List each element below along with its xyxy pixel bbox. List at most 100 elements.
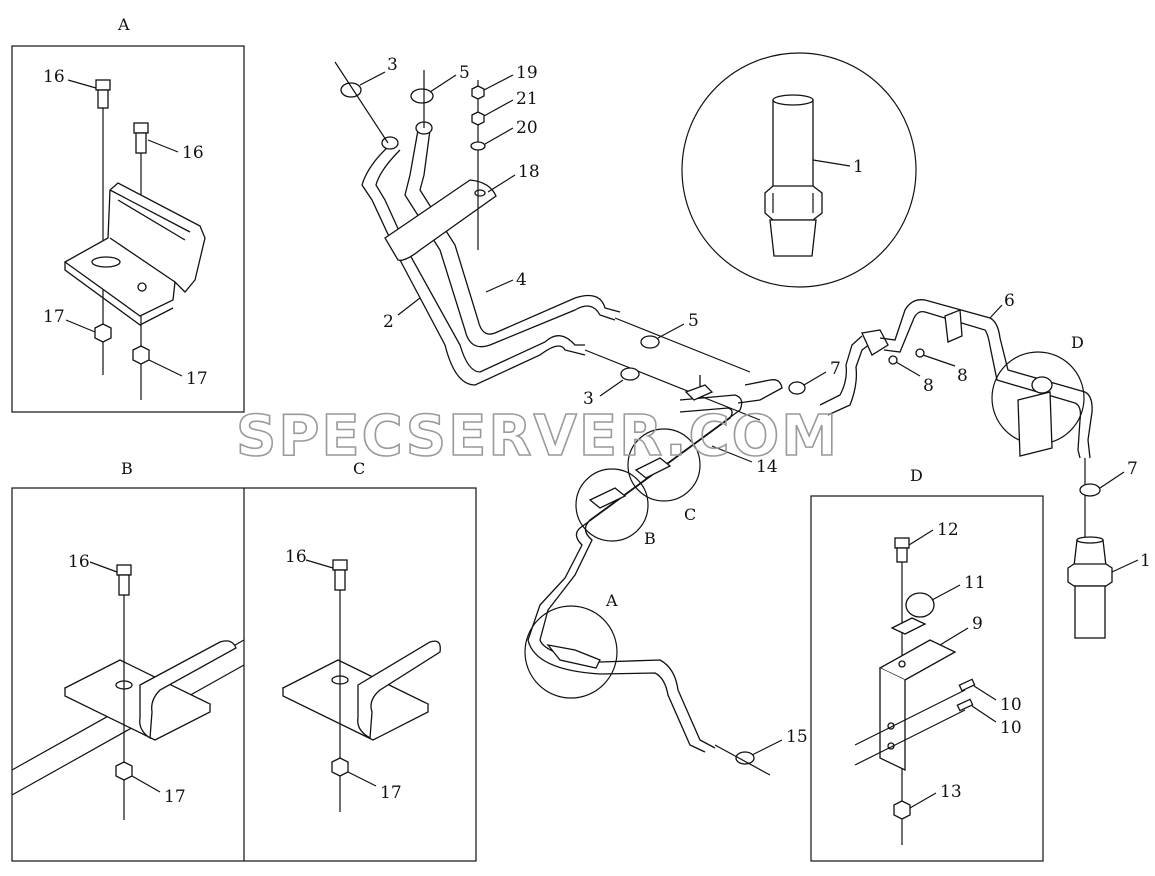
- leader-line: [147, 139, 179, 153]
- hose-clamp: [788, 381, 806, 395]
- leader-line: [939, 627, 969, 646]
- detail-box-b-title: B: [121, 459, 133, 478]
- part-label: 7: [1127, 459, 1138, 479]
- pipe-clip: [890, 592, 935, 635]
- connector: [861, 329, 889, 356]
- axis-line: [614, 317, 751, 373]
- leader-line: [397, 297, 421, 316]
- part-label: 4: [516, 270, 527, 290]
- clamp-bracket: [546, 644, 601, 669]
- leader-line: [131, 775, 161, 793]
- detail-box-bc: B C 16 17: [11, 459, 477, 862]
- bolt: [95, 79, 111, 109]
- leader-line: [305, 559, 334, 569]
- washer: [470, 141, 486, 151]
- nut: [331, 757, 349, 777]
- bracket: [63, 182, 206, 326]
- part-label: 17: [164, 787, 186, 807]
- hose-segment: [819, 335, 863, 406]
- detail-box-d: D 12 11 9 10 10 13: [810, 466, 1044, 862]
- part-label: 15: [786, 727, 808, 747]
- part-label: 13: [940, 782, 962, 802]
- callout-label-a: A: [605, 591, 618, 610]
- bolt-shank: [334, 569, 346, 591]
- bolt: [894, 537, 910, 549]
- part-label: 21: [516, 89, 538, 109]
- part-label: 17: [43, 307, 65, 327]
- part-label: 17: [186, 369, 208, 389]
- part-label: 16: [43, 67, 65, 87]
- part-label: 9: [972, 614, 983, 634]
- hose-14: [527, 407, 733, 753]
- leader-line: [895, 361, 921, 377]
- detail-box-a: A 16 16 17 17: [11, 15, 245, 413]
- part-label: 19: [516, 63, 538, 83]
- leader-line: [908, 529, 934, 546]
- detail-box-d-title: D: [910, 466, 923, 485]
- hose-clamp: [410, 88, 434, 104]
- bolt-shank: [118, 574, 130, 596]
- part-label: 20: [516, 118, 538, 138]
- screw: [956, 698, 974, 712]
- leader-line: [751, 739, 783, 756]
- detail-circle: [681, 52, 917, 288]
- leader-line: [1099, 471, 1125, 489]
- fitting-detail-circle: 1: [681, 52, 917, 288]
- hose-fitting: [764, 94, 823, 257]
- leader-line: [148, 359, 183, 377]
- leader-line: [657, 323, 685, 339]
- leader-line: [922, 354, 956, 367]
- hose-fitting: [1067, 536, 1113, 639]
- bolt: [116, 564, 132, 576]
- detail-callout-circle-a: [524, 605, 618, 699]
- part-label: 3: [387, 55, 398, 75]
- callout-label-b: B: [644, 529, 656, 548]
- part-label: 14: [756, 457, 778, 477]
- callout-label-d: D: [1071, 333, 1084, 352]
- part-label: 16: [285, 547, 307, 567]
- leader-line: [989, 304, 1003, 319]
- nut: [893, 800, 911, 820]
- leader-line: [67, 79, 97, 89]
- detail-box-a-frame: [11, 45, 245, 413]
- hose-segment: [827, 343, 871, 416]
- part-label: 17: [380, 783, 402, 803]
- hose-clamp: [620, 367, 640, 381]
- hose-pipe: [11, 664, 245, 796]
- nut: [94, 323, 112, 343]
- part-label: 8: [923, 376, 934, 396]
- mounting-bracket: [878, 639, 957, 772]
- leader-line: [429, 74, 457, 93]
- main-hose-assembly: 3 5 19 21 20 18 4 2 5 3 14 15 7 8 8 6 7 …: [334, 55, 1151, 776]
- part-label: 7: [830, 359, 841, 379]
- clamp-bracket: [944, 309, 963, 343]
- detail-c-content: 16 17: [281, 547, 441, 812]
- leader-line: [484, 127, 514, 145]
- part-label: 1: [1140, 551, 1151, 571]
- leader-line: [483, 99, 514, 117]
- leader-line: [1111, 559, 1139, 573]
- bolt: [332, 559, 348, 571]
- hose-segment: [737, 379, 783, 404]
- detail-callout-circle-c: [627, 428, 701, 502]
- leader-line: [485, 279, 514, 293]
- part-label: 3: [583, 389, 594, 409]
- clamp-bracket: [634, 457, 672, 479]
- part-label: 12: [937, 520, 959, 540]
- part-label: 18: [518, 162, 540, 182]
- hose-clamp: [1079, 483, 1101, 497]
- part-label: 5: [688, 311, 699, 331]
- detail-box-d-frame: [810, 495, 1044, 862]
- hose-end: [381, 136, 399, 150]
- part-label: 16: [182, 143, 204, 163]
- screw: [958, 678, 976, 692]
- bolt-shank: [896, 547, 908, 563]
- hose-14: [539, 394, 743, 749]
- hose-6: [883, 310, 1082, 459]
- part-label: 11: [964, 573, 986, 593]
- hose-2: [375, 149, 585, 373]
- leader-line: [909, 792, 937, 809]
- axis-line: [854, 709, 966, 766]
